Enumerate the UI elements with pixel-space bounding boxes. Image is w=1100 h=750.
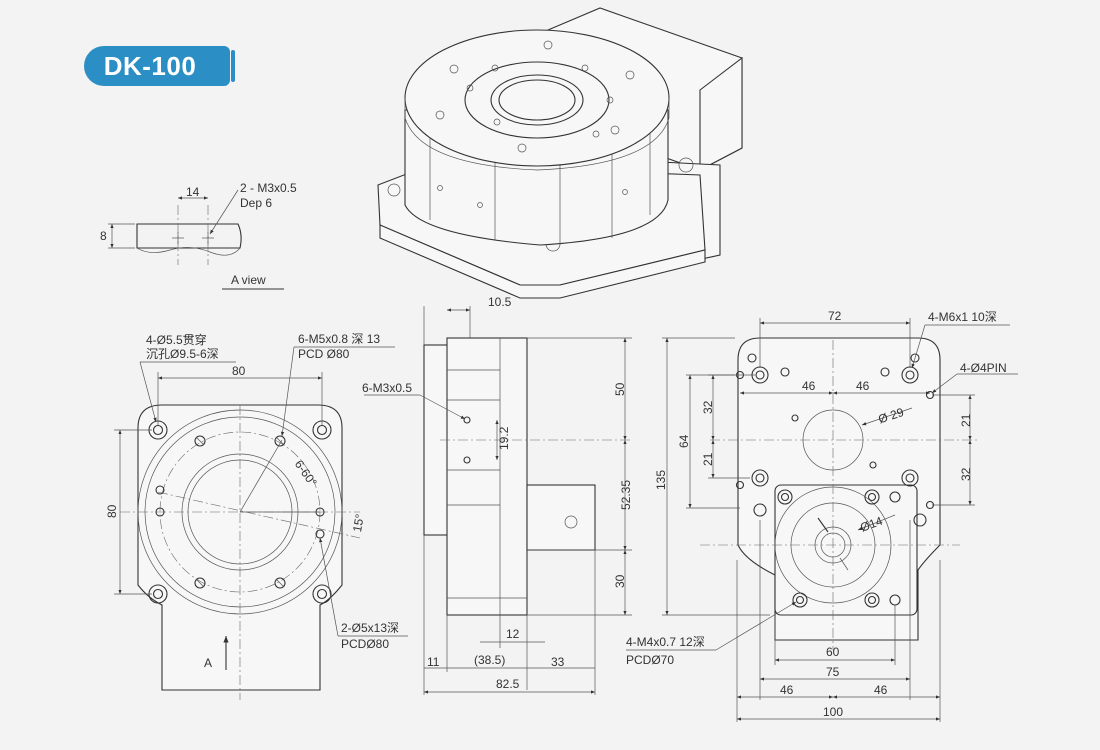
side-upper-dim: 50 xyxy=(613,382,627,396)
back-top-dim: 72 xyxy=(828,309,842,323)
a-view-caption: A view xyxy=(231,273,266,287)
back-bottom-left: 46 xyxy=(780,683,794,697)
front-tapped-holes xyxy=(155,435,325,589)
front-callout-through-2: 沉孔Ø9.5-6深 xyxy=(146,347,219,361)
front-outline xyxy=(137,404,343,691)
a-view-height: 8 xyxy=(100,229,107,243)
front-width-dim: 80 xyxy=(232,364,246,378)
a-view-callout-1: 2 - M3x0.5 xyxy=(240,181,297,195)
front-callout-tapped-2: PCD Ø80 xyxy=(298,347,350,361)
back-60: 60 xyxy=(826,645,840,659)
front-height-dim: 80 xyxy=(105,504,119,518)
base-plate-edge xyxy=(379,224,706,299)
isometric-view xyxy=(377,7,743,299)
a-view-callout-2: Dep 6 xyxy=(240,196,272,210)
side-lower-dim: 30 xyxy=(613,574,627,588)
side-callout-thread: 6-M3x0.5 xyxy=(362,381,412,395)
model-title: DK-100 xyxy=(103,51,197,81)
side-top-dim: 10.5 xyxy=(488,295,512,309)
back-callout-pins: 4-Ø4PIN xyxy=(960,361,1007,375)
back-callout-motor-1: 4-M4x0.7 12深 xyxy=(626,635,705,649)
back-21-left: 21 xyxy=(701,452,715,466)
view-arrow-label: A xyxy=(204,656,212,670)
side-view: 10.5 6-M3x0.5 19.2 50 52.35 30 12 11 (38 xyxy=(362,295,633,695)
side-motor-stub xyxy=(526,484,596,551)
back-callout-motor-2: PCDØ70 xyxy=(626,653,674,667)
front-callout-tapped-1: 6-M5x0.8 深 13 xyxy=(298,332,380,346)
front-view: 80 80 6-60° 15° 4-Ø5.5贯穿 沉孔Ø9.5-6深 6-M5x… xyxy=(105,332,408,700)
side-center-dim: (38.5) xyxy=(474,653,505,667)
front-callout-through-1: 4-Ø5.5贯穿 xyxy=(146,332,207,347)
front-callout-pin-2: PCDØ80 xyxy=(341,637,389,651)
front-callout-pin-1: 2-Ø5x13深 xyxy=(341,621,399,635)
a-view-width: 14 xyxy=(186,185,200,199)
side-body xyxy=(446,337,528,616)
back-135: 135 xyxy=(654,470,668,490)
front-pin-hole-left xyxy=(155,485,165,495)
back-21-right: 21 xyxy=(959,413,973,427)
side-spacing-dim: 19.2 xyxy=(497,426,511,450)
side-left-dim: 11 xyxy=(427,655,440,669)
badge-end-cap xyxy=(231,50,235,82)
back-callout-mount: 4-M6x1 10深 xyxy=(928,310,997,324)
motor-housing-side xyxy=(699,56,743,171)
motor-tapped-holes xyxy=(777,489,901,608)
back-view: 72 4-M6x1 10深 4-Ø4PIN 46 46 Ø 29 32 64 2… xyxy=(626,309,1018,722)
back-75: 75 xyxy=(826,665,840,679)
model-badge: DK-100 xyxy=(84,46,235,86)
back-32-left: 32 xyxy=(701,400,715,414)
front-angle-offset: 15° xyxy=(350,513,367,534)
back-32-right: 32 xyxy=(959,467,973,481)
side-offset-dim: 12 xyxy=(506,627,520,641)
side-right-dim: 33 xyxy=(551,655,565,669)
back-half-right: 46 xyxy=(856,379,870,393)
a-view-profile xyxy=(136,223,242,249)
back-64: 64 xyxy=(677,434,691,448)
back-100: 100 xyxy=(823,705,843,719)
side-total-dim: 82.5 xyxy=(496,677,520,691)
back-half-left: 46 xyxy=(802,379,816,393)
table-mounting-holes xyxy=(435,40,635,153)
a-view-detail: 14 8 2 - M3x0.5 Dep 6 A view xyxy=(100,181,297,290)
side-middle-dim: 52.35 xyxy=(619,480,633,510)
back-bottom-right: 46 xyxy=(874,683,888,697)
